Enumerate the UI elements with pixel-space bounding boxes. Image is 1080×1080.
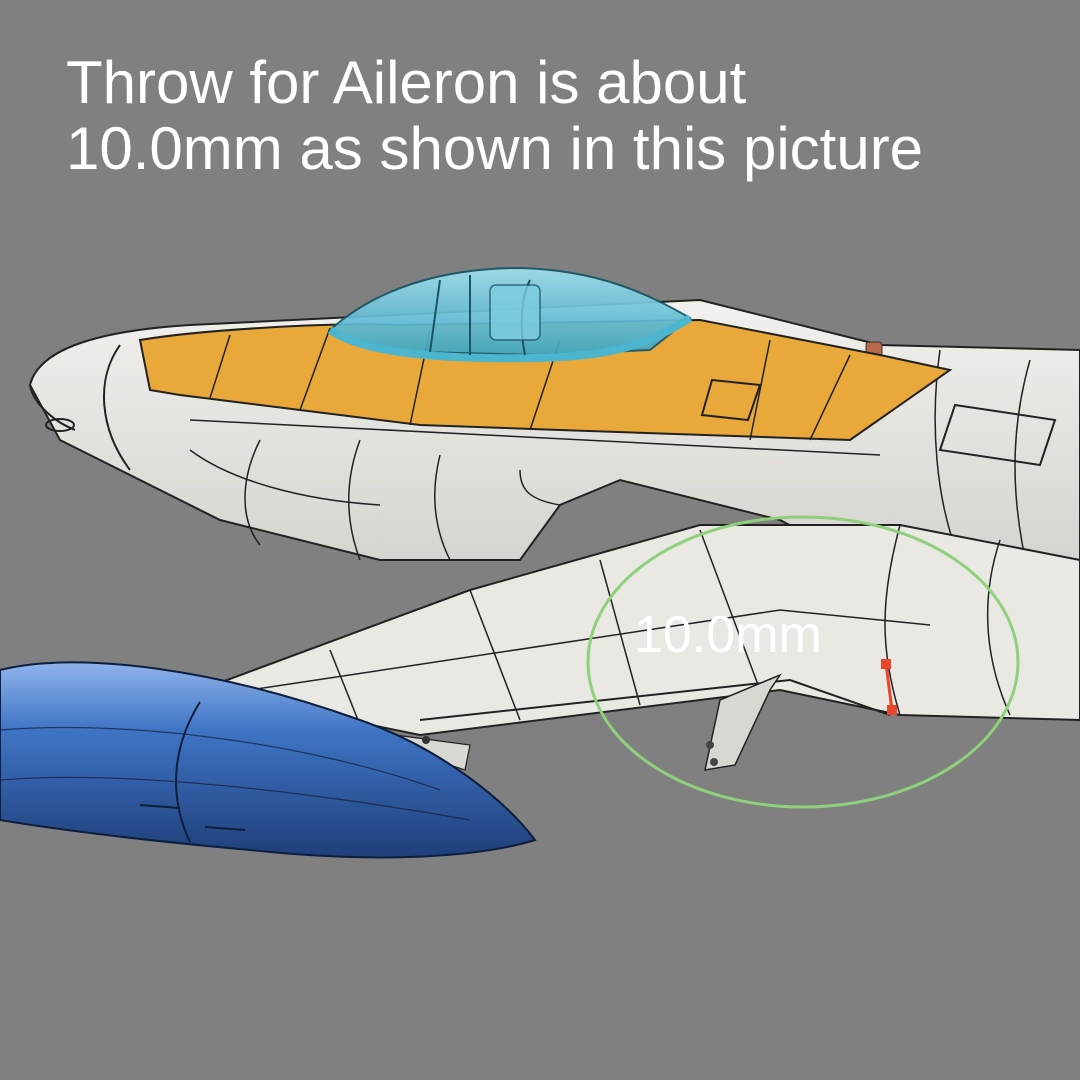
drop-tank xyxy=(0,661,537,859)
canopy-glass xyxy=(327,266,693,363)
dimension-marker xyxy=(881,659,897,715)
caption: Throw for Aileron is about 10.0mm as sho… xyxy=(66,50,923,182)
caption-line-1: Throw for Aileron is about xyxy=(66,49,747,116)
caption-line-2: 10.0mm as shown in this picture xyxy=(66,115,924,182)
highlight-circle xyxy=(586,515,1020,809)
measurement-label: 10.0mm xyxy=(634,606,822,664)
